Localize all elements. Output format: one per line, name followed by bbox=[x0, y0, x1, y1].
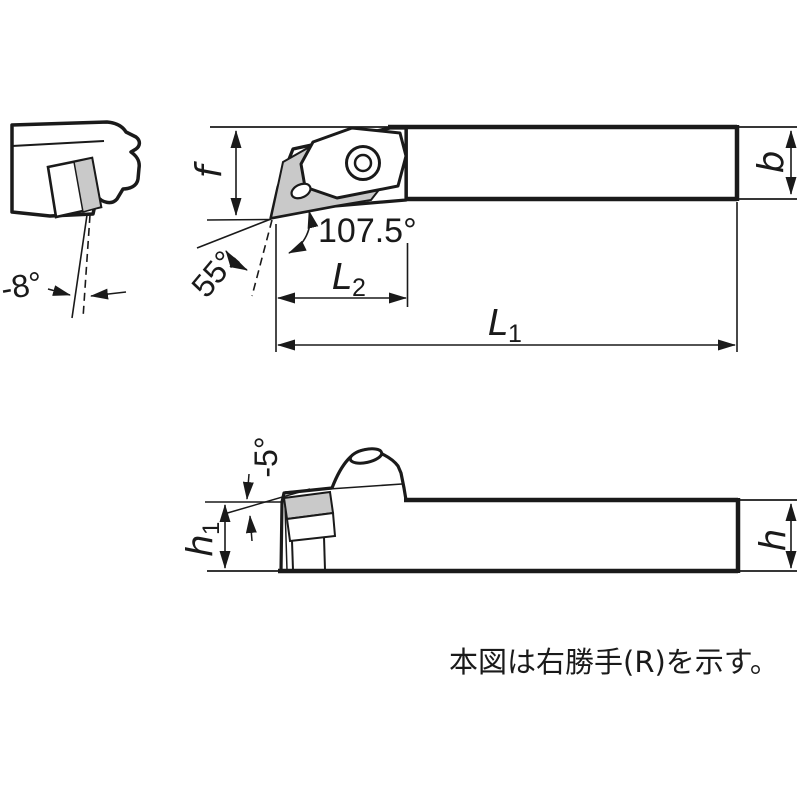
clamp-nose bbox=[290, 182, 312, 200]
svg-text:L: L bbox=[332, 257, 352, 298]
tip-dashed-reference-line bbox=[251, 219, 273, 297]
top-view: 107.5° 55° f b L 2 L 1 bbox=[184, 124, 797, 352]
approach-angle-arc bbox=[288, 210, 319, 254]
side-view-head-fill bbox=[281, 450, 406, 571]
clamp-screw-side-profile bbox=[348, 447, 384, 465]
svg-text:L: L bbox=[488, 303, 508, 344]
hand-note-text: 本図は右勝手(R)を示す。 bbox=[449, 645, 779, 679]
l1-dimension-label: L 1 bbox=[488, 303, 522, 348]
svg-text:h: h bbox=[180, 534, 221, 557]
insert-angle-arc bbox=[225, 250, 248, 271]
back-rake-slant-line bbox=[223, 488, 311, 515]
insert-angle-label: 55° bbox=[184, 244, 243, 304]
end-view-chamfer-line bbox=[11, 140, 105, 147]
rake-angle-arrow-left bbox=[47, 285, 71, 296]
svg-text:2: 2 bbox=[352, 274, 366, 302]
end-view: -8° bbox=[0, 120, 142, 319]
back-rake-arrow-lower bbox=[245, 515, 257, 542]
top-view-shank-fill bbox=[407, 128, 737, 198]
svg-text:1: 1 bbox=[198, 522, 225, 535]
head-front-face-line-left bbox=[291, 540, 294, 571]
h1-dimension-label: h 1 bbox=[180, 522, 225, 557]
approach-angle-label: 107.5° bbox=[318, 212, 417, 250]
h-dimension-label: h bbox=[753, 529, 794, 552]
f-dimension-label: f bbox=[189, 160, 230, 178]
end-view-rake-angle-label: -8° bbox=[0, 264, 45, 307]
head-front-inner-line bbox=[284, 505, 288, 571]
end-view-insert-side-face bbox=[73, 157, 102, 213]
rake-angle-arrow-right bbox=[90, 288, 127, 300]
cutting-edge-extension-line bbox=[196, 218, 272, 249]
svg-text:1: 1 bbox=[508, 320, 522, 348]
f-bottom-extension-line bbox=[206, 218, 272, 221]
b-dimension-label: b bbox=[751, 151, 792, 174]
rake-reference-line bbox=[71, 214, 88, 319]
l2-dimension-label: L 2 bbox=[332, 257, 366, 302]
rake-centerline-dashed bbox=[82, 214, 91, 319]
side-view: -5° h 1 h bbox=[180, 436, 797, 574]
head-front-face-line-right bbox=[323, 536, 326, 571]
back-rake-angle-label: -5° bbox=[248, 436, 284, 477]
clamp-screw-outer bbox=[345, 145, 381, 181]
clamp-screw-inner bbox=[353, 153, 373, 173]
side-view-shim bbox=[285, 511, 337, 543]
back-rake-arrow-upper bbox=[242, 473, 254, 500]
